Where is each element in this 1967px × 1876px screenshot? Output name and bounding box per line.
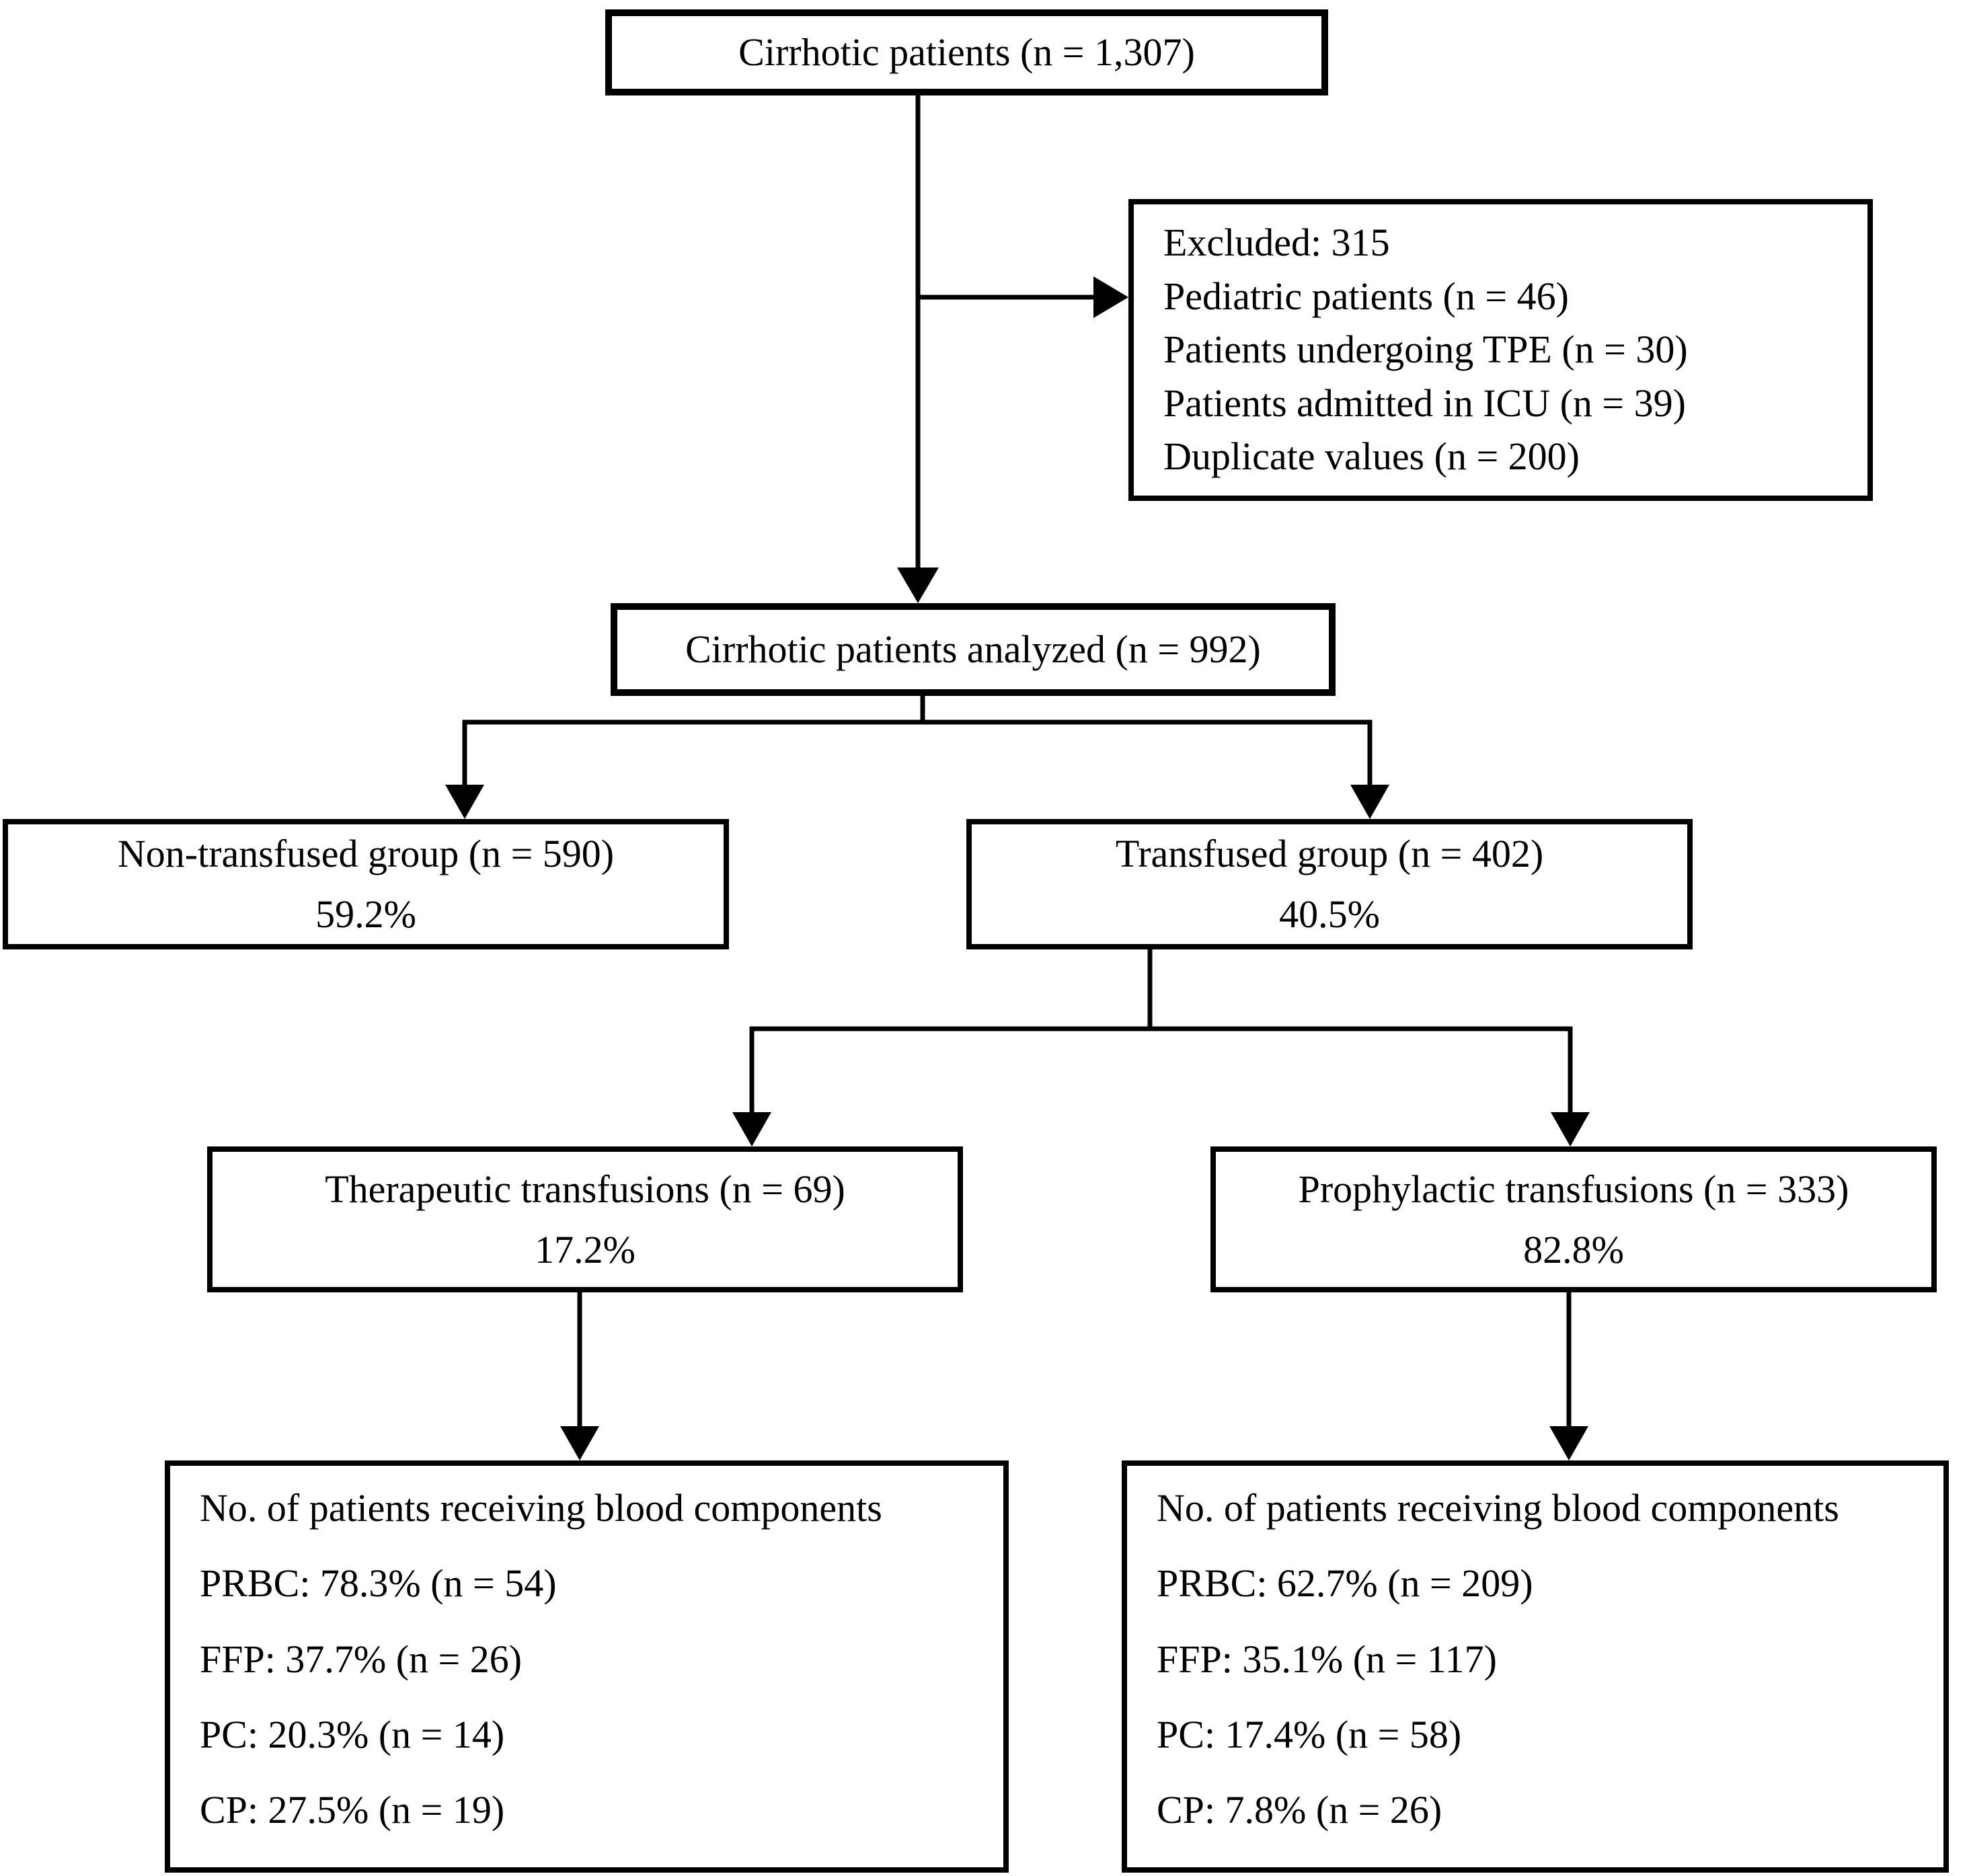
prophylactic-percent: 82.8% — [1523, 1227, 1624, 1272]
box-non-transfused-group: Non-transfused group (n = 590) 59.2% — [3, 819, 729, 949]
arrowhead-into-prophylactic — [1551, 1112, 1590, 1146]
therapeutic-components-title: No. of patients receiving blood componen… — [200, 1486, 882, 1530]
prophylactic-title: Prophylactic transfusions (n = 333) — [1298, 1167, 1849, 1211]
prophylactic-cp-line: CP: 7.8% (n = 26) — [1157, 1788, 1442, 1832]
box-therapeutic-components: No. of patients receiving blood componen… — [165, 1460, 1009, 1873]
box-cirrhotic-patients-label: Cirrhotic patients (n = 1,307) — [738, 30, 1195, 75]
prophylactic-prbc-line: PRBC: 62.7% (n = 209) — [1157, 1561, 1533, 1606]
non-transfused-percent: 59.2% — [315, 892, 416, 936]
arrowhead-into-therapeutic-components — [560, 1426, 599, 1460]
transfused-title: Transfused group (n = 402) — [1115, 832, 1544, 876]
therapeutic-title: Therapeutic transfusions (n = 69) — [325, 1167, 845, 1211]
arrowhead-into-therapeutic — [732, 1112, 771, 1146]
box-transfused-group: Transfused group (n = 402) 40.5% — [966, 819, 1693, 949]
therapeutic-ffp-line: FFP: 37.7% (n = 26) — [200, 1637, 523, 1681]
box-cirrhotic-patients-analyzed: Cirrhotic patients analyzed (n = 992) — [611, 603, 1336, 696]
therapeutic-cp-line: CP: 27.5% (n = 19) — [200, 1788, 505, 1832]
therapeutic-pc-line: PC: 20.3% (n = 14) — [200, 1713, 505, 1757]
excluded-tpe-line: Patients undergoing TPE (n = 30) — [1163, 327, 1688, 372]
arrowhead-into-transfused — [1350, 785, 1389, 819]
box-excluded: Excluded: 315 Pediatric patients (n = 46… — [1128, 199, 1873, 501]
excluded-duplicate-line: Duplicate values (n = 200) — [1163, 434, 1580, 479]
arrowhead-into-excluded — [1093, 276, 1128, 318]
prophylactic-ffp-line: FFP: 35.1% (n = 117) — [1157, 1637, 1497, 1681]
box-therapeutic-transfusions: Therapeutic transfusions (n = 69) 17.2% — [207, 1146, 963, 1292]
transfused-percent: 40.5% — [1279, 892, 1380, 936]
arrowhead-into-analyzed — [897, 568, 939, 603]
non-transfused-title: Non-transfused group (n = 590) — [117, 832, 615, 876]
therapeutic-prbc-line: PRBC: 78.3% (n = 54) — [200, 1561, 557, 1606]
box-cirrhotic-patients: Cirrhotic patients (n = 1,307) — [605, 9, 1328, 95]
therapeutic-percent: 17.2% — [535, 1227, 635, 1272]
prophylactic-components-title: No. of patients receiving blood componen… — [1157, 1486, 1839, 1530]
box-prophylactic-transfusions: Prophylactic transfusions (n = 333) 82.8… — [1210, 1146, 1937, 1292]
excluded-icu-line: Patients admitted in ICU (n = 39) — [1163, 381, 1686, 425]
box-prophylactic-components: No. of patients receiving blood componen… — [1122, 1460, 1949, 1873]
excluded-pediatric-line: Pediatric patients (n = 46) — [1163, 274, 1569, 318]
prophylactic-pc-line: PC: 17.4% (n = 58) — [1157, 1713, 1462, 1757]
excluded-total-line: Excluded: 315 — [1163, 221, 1390, 265]
box-cirrhotic-patients-analyzed-label: Cirrhotic patients analyzed (n = 992) — [685, 627, 1261, 672]
arrowhead-into-prophylactic-components — [1549, 1426, 1588, 1460]
arrowhead-into-non-transfused — [445, 785, 484, 819]
